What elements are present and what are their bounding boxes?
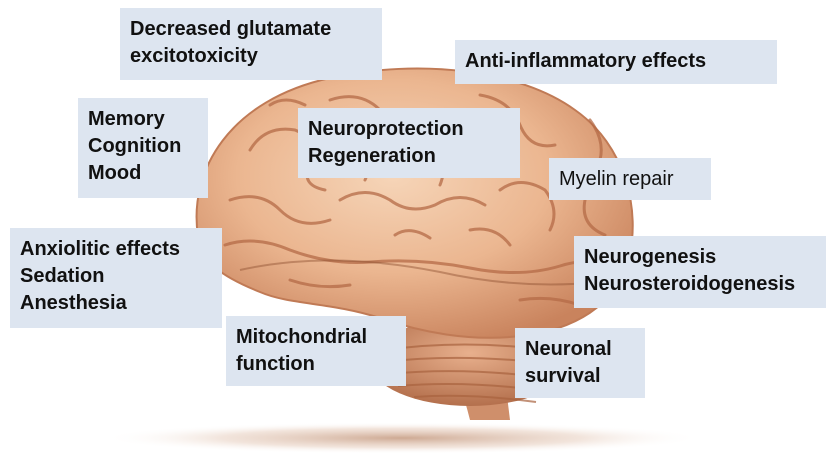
- effect-line: Anesthesia: [20, 290, 212, 317]
- effect-line: Decreased glutamate: [130, 16, 372, 43]
- effect-line: Neurogenesis: [584, 244, 816, 271]
- effect-line: Mood: [88, 160, 198, 187]
- effect-line: Neurosteroidogenesis: [584, 271, 816, 298]
- effect-line: Regeneration: [308, 143, 510, 170]
- effect-line: Cognition: [88, 133, 198, 160]
- effect-label-myelin: Myelin repair: [549, 158, 711, 200]
- effect-line: Neuroprotection: [308, 116, 510, 143]
- effect-label-anxiolitic: Anxiolitic effects Sedation Anesthesia: [10, 228, 222, 328]
- brain-shadow: [102, 422, 702, 454]
- effect-line: Mitochondrial: [236, 324, 396, 351]
- effect-label-anti-inflammatory: Anti-inflammatory effects: [455, 40, 777, 84]
- effect-line: excitotoxicity: [130, 43, 372, 70]
- effect-line: Anxiolitic effects: [20, 236, 212, 263]
- effect-label-glutamate: Decreased glutamate excitotoxicity: [120, 8, 382, 80]
- effect-label-neurogenesis: Neurogenesis Neurosteroidogenesis: [574, 236, 826, 308]
- effect-line: Memory: [88, 106, 198, 133]
- effect-label-memory: Memory Cognition Mood: [78, 98, 208, 198]
- effect-line: survival: [525, 363, 635, 390]
- effect-label-neuronal-survival: Neuronal survival: [515, 328, 645, 398]
- effect-line: Neuronal: [525, 336, 635, 363]
- effect-line: Myelin repair: [559, 166, 701, 193]
- effect-label-neuroprotection: Neuroprotection Regeneration: [298, 108, 520, 178]
- effect-line: function: [236, 351, 396, 378]
- effect-line: Sedation: [20, 263, 212, 290]
- effect-line: Anti-inflammatory effects: [465, 48, 767, 75]
- effect-label-mitochondrial: Mitochondrial function: [226, 316, 406, 386]
